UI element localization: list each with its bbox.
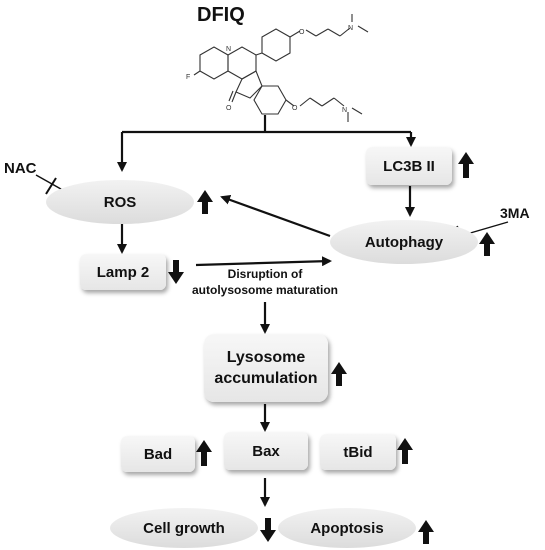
arrow-autophagy-to-ros: [220, 195, 331, 238]
nac-label: NAC: [4, 160, 37, 177]
lc3b-ii-node: LC3B II: [366, 147, 452, 185]
svg-text:N: N: [226, 46, 231, 53]
tbid-node: tBid: [320, 434, 396, 470]
autophagy-node: Autophagy: [330, 220, 478, 264]
ros-up-arrow-icon: [197, 190, 213, 214]
annotation-line-1: Disruption of: [227, 267, 303, 281]
lysosome-accumulation-node: Lysosome accumulation: [204, 334, 328, 402]
bax-node: Bax: [224, 432, 308, 470]
bax-label: Bax: [252, 442, 280, 460]
arrow-lamp2-to-autophagy: [195, 256, 332, 267]
lamp2-down-arrow-icon: [168, 260, 184, 284]
dfiq-atom-labels: N O N O N F O: [186, 25, 353, 114]
svg-text:F: F: [186, 74, 190, 81]
autophagy-label: Autophagy: [364, 233, 444, 251]
apoptosis-up-arrow-icon: [418, 520, 434, 544]
tbid-up-arrow-icon: [397, 438, 413, 464]
bad-label: Bad: [143, 445, 173, 463]
svg-text:N: N: [348, 25, 353, 32]
lysosome-label-line-2: accumulation: [214, 370, 318, 387]
dfiq-title: DFIQ: [197, 4, 245, 26]
3ma-label: 3MA: [500, 205, 530, 221]
dfiq-branch-connector: [117, 115, 416, 172]
cell-growth-down-arrow-icon: [260, 518, 276, 542]
ros-node: ROS: [46, 180, 194, 224]
svg-text:N: N: [342, 107, 347, 114]
cell-growth-node: Cell growth: [110, 508, 258, 548]
autophagy-up-arrow-icon: [479, 232, 495, 256]
apoptosis-node: Apoptosis: [278, 508, 416, 548]
lysosome-up-arrow-icon: [331, 362, 347, 386]
tbid-label: tBid: [343, 443, 373, 461]
lysosome-label-line-1: Lysosome: [226, 349, 306, 366]
dfiq-structure-icon: [193, 14, 369, 122]
cell-growth-label: Cell growth: [143, 519, 225, 537]
apoptosis-label: Apoptosis: [310, 519, 384, 537]
svg-text:O: O: [226, 105, 232, 112]
bad-node: Bad: [121, 436, 195, 472]
bad-up-arrow-icon: [196, 440, 212, 466]
ros-label: ROS: [103, 193, 137, 211]
nac-inhibition-bar: [45, 177, 57, 195]
lamp2-node: Lamp 2: [80, 254, 166, 290]
autolysosome-annotation: Disruption of autolysosome maturation: [180, 266, 350, 298]
annotation-line-2: autolysosome maturation: [191, 283, 339, 297]
svg-text:O: O: [292, 105, 298, 112]
lamp2-label: Lamp 2: [96, 263, 150, 281]
lc3b-up-arrow-icon: [458, 152, 474, 178]
svg-text:O: O: [299, 29, 305, 36]
lc3b-ii-label: LC3B II: [383, 157, 435, 175]
